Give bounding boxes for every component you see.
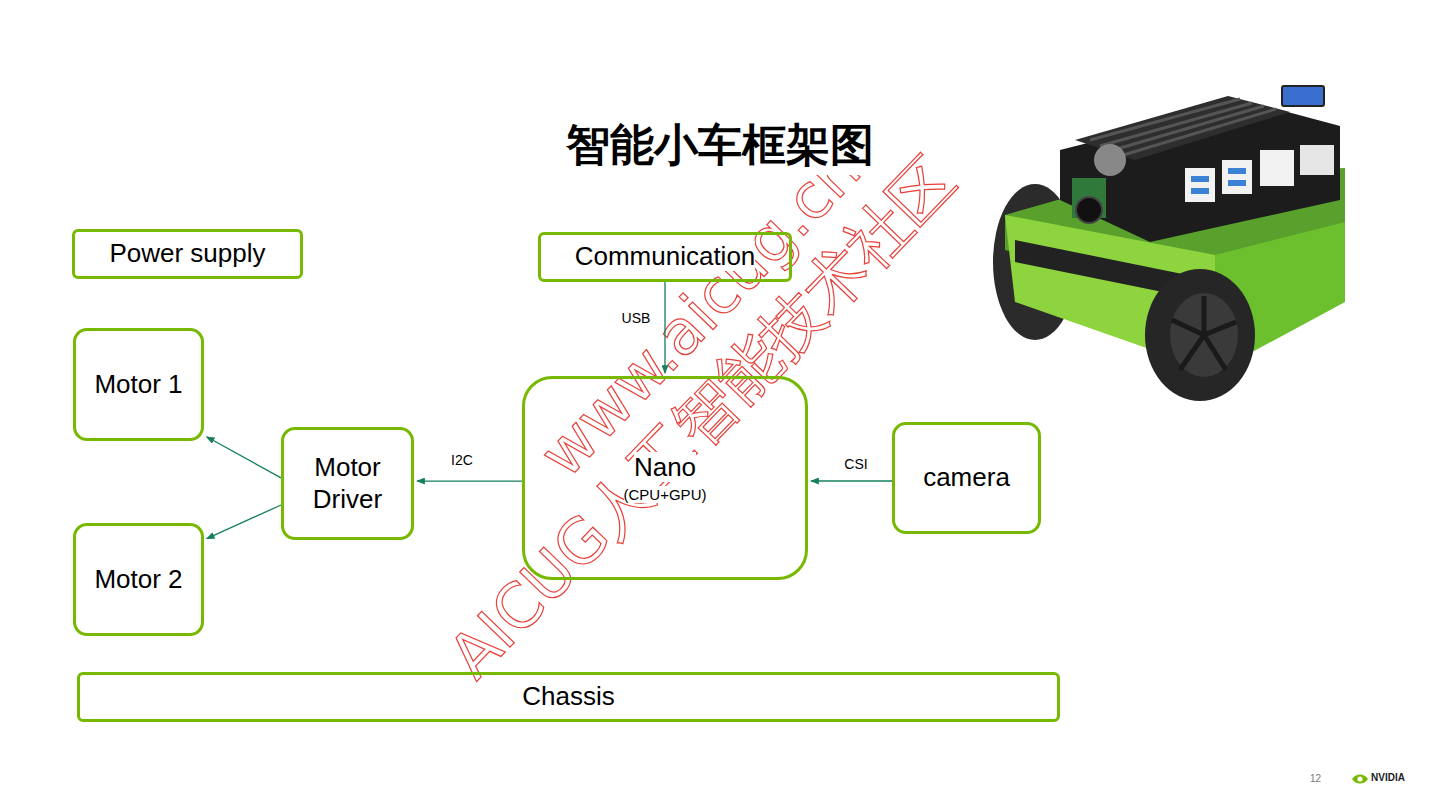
- camera-lens: [1076, 197, 1102, 223]
- oled: [1282, 86, 1324, 106]
- diagram-title: 智能小车框架图: [562, 116, 878, 175]
- node-label: Motor 2: [94, 564, 182, 596]
- node-label: Communication: [575, 241, 756, 273]
- node-label: Chassis: [522, 681, 614, 713]
- text: Nano: [634, 452, 696, 482]
- robot-car: [993, 86, 1345, 401]
- motor-box: Motor 1: [73, 328, 204, 441]
- power-box: Power supply: [72, 229, 303, 279]
- arrow-connector: [664, 282, 665, 373]
- node-sublabel: (CPU+GPU): [624, 486, 707, 504]
- arrow-connector: [207, 505, 281, 539]
- chassis-bar: Chassis: [77, 672, 1060, 722]
- node-label: Motor 1: [94, 369, 182, 401]
- camera-box: camera: [892, 422, 1041, 534]
- motor-can: [1094, 144, 1126, 176]
- brand-logo-text: NVIDIA: [1371, 772, 1405, 783]
- watermark: www.aicug.cn: [525, 133, 874, 491]
- front-wheel: [1145, 269, 1255, 401]
- signal-label: I2C: [449, 452, 475, 468]
- watermark: AICUG人工智能技术社区: [431, 139, 973, 696]
- wheel-spokes: [1172, 296, 1236, 370]
- signal-label: CSI: [842, 456, 869, 472]
- node-label: camera: [923, 462, 1010, 494]
- arrow-connector: [811, 480, 892, 481]
- wheel-hub: [1170, 293, 1238, 377]
- text: Chassis: [522, 681, 614, 711]
- arrow-connector: [417, 480, 522, 481]
- usb-ports: [1185, 145, 1334, 202]
- page-number: 12: [1310, 773, 1321, 784]
- driver-box: Motor Driver: [281, 427, 414, 540]
- node-label: Nano: [634, 452, 696, 484]
- node-label: Power supply: [109, 238, 265, 270]
- arrow-connector: [207, 437, 281, 478]
- nvidia-eye-icon: [1352, 775, 1368, 784]
- text: Motor Driver: [313, 452, 382, 514]
- text: camera: [923, 462, 1010, 492]
- motor-box: Motor 2: [73, 523, 204, 636]
- processor-box: Nano (CPU+GPU): [522, 376, 808, 580]
- text: Motor 2: [94, 564, 182, 594]
- text: Power supply: [109, 238, 265, 268]
- signal-label: USB: [620, 310, 653, 326]
- text: Motor 1: [94, 369, 182, 399]
- text: (CPU+GPU): [624, 486, 707, 503]
- node-label: Motor Driver: [292, 452, 403, 515]
- communication-box: Communication: [538, 232, 792, 282]
- text: Communication: [575, 241, 756, 271]
